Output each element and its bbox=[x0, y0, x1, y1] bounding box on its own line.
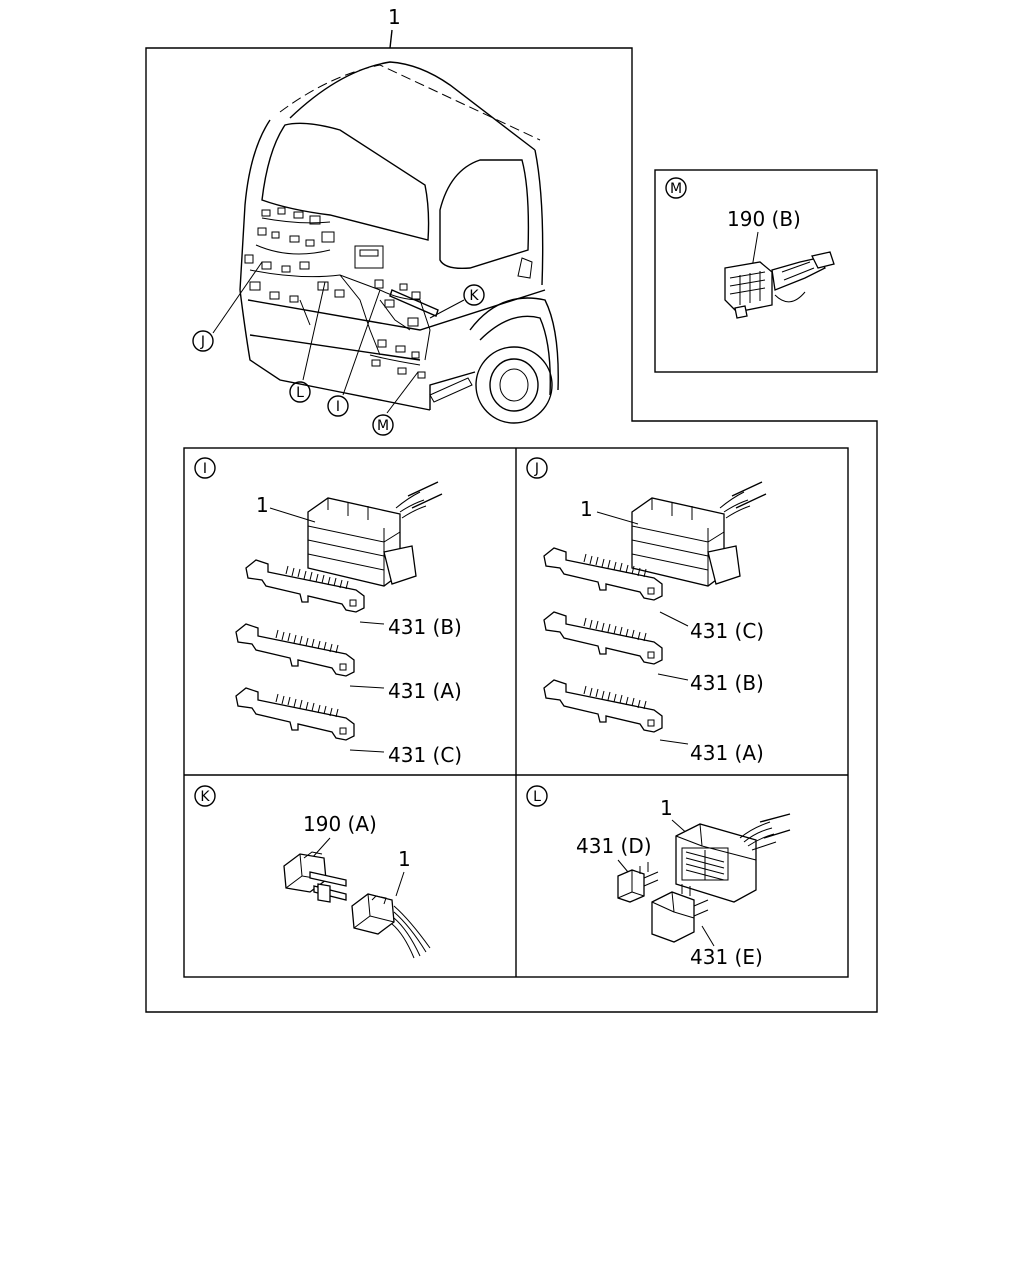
label-1: 1 bbox=[660, 796, 673, 820]
connector-190A-illustration bbox=[283, 851, 347, 903]
detail-panel-I: I 1 431 (B) 431 (A) 431 (C) bbox=[194, 457, 462, 767]
label-431B: 431 (B) bbox=[690, 671, 764, 695]
truck-cab-illustration bbox=[239, 61, 559, 424]
detail-grid bbox=[183, 447, 849, 978]
callout-L: L bbox=[289, 381, 311, 403]
detail-panel-M: M 190 (B) bbox=[654, 169, 878, 373]
callout-K: K bbox=[463, 284, 485, 306]
connector-431D-illustration bbox=[617, 862, 659, 903]
label-431A: 431 (A) bbox=[388, 679, 462, 703]
connector-1-L-illustration bbox=[675, 813, 791, 903]
label-1: 1 bbox=[580, 497, 593, 521]
label-190B: 190 (B) bbox=[727, 207, 801, 231]
assembly-outline bbox=[145, 47, 878, 1013]
detail-panel-L: L 1 431 (D) 431 (E) bbox=[526, 785, 791, 969]
svg-text:L: L bbox=[296, 385, 304, 401]
label-431C: 431 (C) bbox=[388, 743, 462, 767]
svg-text:K: K bbox=[469, 288, 479, 304]
svg-text:J: J bbox=[534, 461, 539, 477]
callout-I: I bbox=[327, 395, 349, 417]
label-1: 1 bbox=[398, 847, 411, 871]
assembly-label: 1 bbox=[388, 5, 401, 29]
label-1: 1 bbox=[256, 493, 269, 517]
label-431C: 431 (C) bbox=[690, 619, 764, 643]
connector-431E-illustration bbox=[651, 884, 709, 943]
svg-text:M: M bbox=[377, 418, 389, 434]
svg-text:I: I bbox=[203, 461, 207, 477]
detail-panel-J: J 1 431 (C) 431 (B) 431 (A) bbox=[526, 457, 767, 765]
svg-text:M: M bbox=[670, 181, 682, 197]
detail-panel-K: K 190 (A) 1 bbox=[194, 785, 431, 959]
label-431E: 431 (E) bbox=[690, 945, 763, 969]
callout-leaders bbox=[212, 261, 465, 414]
label-190A: 190 (A) bbox=[303, 812, 377, 836]
svg-text:L: L bbox=[533, 789, 541, 805]
callout-J: J bbox=[192, 330, 214, 352]
svg-text:K: K bbox=[200, 789, 210, 805]
label-431A: 431 (A) bbox=[690, 741, 764, 765]
label-431D: 431 (D) bbox=[576, 834, 652, 858]
label-431B: 431 (B) bbox=[388, 615, 462, 639]
svg-text:I: I bbox=[336, 399, 340, 415]
connector-190B-illustration bbox=[724, 251, 835, 319]
callout-M: M bbox=[372, 414, 394, 436]
svg-text:J: J bbox=[200, 334, 205, 350]
connector-1-K-illustration bbox=[351, 893, 431, 959]
